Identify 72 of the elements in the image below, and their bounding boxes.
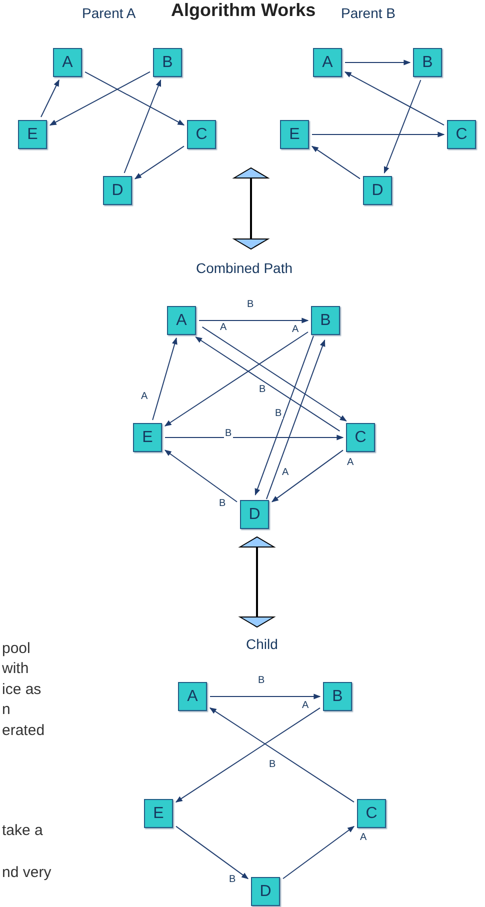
node-box: B: [153, 48, 182, 77]
edge-label: A: [359, 832, 368, 843]
group-heading: Parent B: [341, 5, 396, 21]
arrow: [176, 826, 249, 880]
group-heading: Parent A: [82, 5, 136, 21]
arrow: [152, 337, 178, 420]
edge-label: A: [346, 457, 355, 468]
arrow: [312, 132, 445, 138]
edge-label: B: [258, 384, 267, 395]
node-box: D: [363, 176, 392, 205]
node-box: D: [103, 176, 132, 205]
arrow: [209, 707, 354, 803]
edge-label: A: [281, 467, 290, 478]
arrow: [266, 339, 326, 500]
arrow: [311, 146, 360, 180]
body-text: take a: [2, 823, 43, 839]
body-text: n: [2, 702, 10, 718]
node-box: E: [280, 120, 309, 149]
edge-label: A: [140, 391, 149, 402]
node-box: E: [18, 120, 47, 149]
node-box: B: [323, 682, 352, 711]
arrow: [164, 332, 308, 426]
arrow: [282, 826, 355, 880]
node-box: A: [167, 306, 196, 335]
edge-label: A: [291, 324, 300, 335]
arrow: [49, 71, 150, 126]
arrow: [164, 450, 238, 502]
arrow: [134, 146, 184, 180]
arrow: [198, 318, 309, 324]
node-box: C: [346, 423, 375, 452]
edge-label: B: [224, 428, 233, 439]
edge-label: B: [246, 299, 255, 310]
body-text: with: [2, 661, 29, 677]
node-box: D: [251, 877, 280, 906]
body-text: pool: [2, 641, 30, 657]
edge-label: A: [219, 322, 228, 333]
arrow: [164, 434, 344, 440]
node-box: B: [413, 48, 442, 77]
edge-label: B: [274, 408, 283, 419]
edge-label: B: [268, 759, 277, 770]
node-box: B: [311, 306, 340, 335]
arrow: [40, 79, 60, 118]
arrow: [202, 326, 347, 422]
body-text: erated: [2, 723, 45, 739]
edge-label: B: [218, 498, 227, 509]
arrow: [344, 71, 444, 126]
edge-label: A: [301, 700, 310, 711]
arrow: [84, 71, 185, 126]
node-box: A: [178, 682, 207, 711]
arrow: [384, 80, 422, 174]
arrow: [254, 335, 314, 496]
arrow: [195, 336, 340, 432]
edge-label: B: [228, 874, 237, 885]
slide-title: Algorithm Works: [171, 0, 316, 21]
arrow: [175, 707, 320, 803]
node-box: A: [53, 48, 82, 77]
body-text: ice as: [2, 682, 42, 698]
arrow: [210, 694, 321, 700]
node-box: D: [240, 500, 269, 529]
node-box: C: [357, 799, 386, 828]
group-heading: Child: [246, 636, 278, 652]
edge-label: B: [257, 675, 266, 686]
node-box: E: [133, 423, 162, 452]
group-heading: Combined Path: [196, 260, 293, 276]
node-box: E: [144, 799, 173, 828]
arrow: [124, 79, 162, 174]
arrow: [344, 60, 411, 66]
node-box: C: [187, 120, 216, 149]
node-box: C: [447, 120, 476, 149]
node-box: A: [313, 48, 342, 77]
arrow: [271, 450, 344, 502]
body-text: nd very: [2, 865, 52, 881]
